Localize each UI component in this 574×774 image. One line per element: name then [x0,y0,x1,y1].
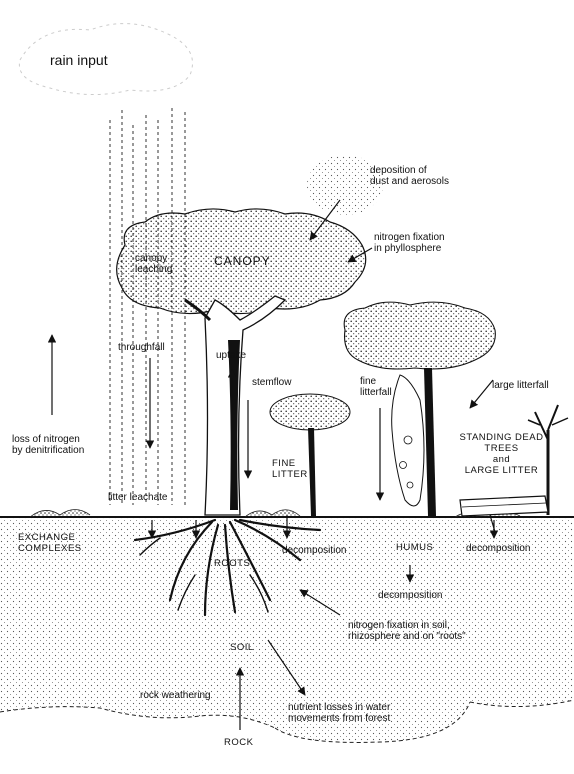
label-uptake: uptake [216,350,246,361]
label-nutrient-losses: nutrient losses in water movements from … [288,702,390,724]
label-loss-of-nitrogen: loss of nitrogen by denitrification [12,434,84,456]
label-rock-weathering: rock weathering [140,690,211,701]
label-soil: SOIL [230,642,254,653]
label-large-litterfall: large litterfall [492,380,549,391]
label-decomposition-1: decomposition [282,545,346,556]
label-roots: ROOTS [214,558,250,569]
label-decomposition-2: decomposition [466,543,530,554]
label-exchange-complexes: EXCHANGE COMPLEXES [18,532,82,554]
medium-tree-2 [344,302,495,516]
label-rock: ROCK [224,737,253,748]
label-fine-litter: FINE LITTER [272,458,308,480]
label-decomposition-3: decomposition [378,590,442,601]
label-canopy-leaching: canopy leaching [135,253,172,275]
label-deposition: deposition of dust and aerosols [370,165,449,187]
label-litter-leachate: litter leachate [108,492,167,503]
label-nitrogen-fixation-soil: nitrogen fixation in soil, rhizosphere a… [348,620,466,642]
label-nitrogen-fixation-phyllosphere: nitrogen fixation in phyllosphere [374,232,445,254]
label-standing-dead-trees: STANDING DEAD TREES and LARGE LITTER [454,432,549,476]
label-fine-litterfall: fine litterfall [360,376,392,398]
litter-layer [30,510,520,518]
label-stemflow: stemflow [252,377,291,388]
large-tree-trunk [185,296,285,515]
label-throughfall: throughfall [118,342,165,353]
arrow-large-litterfall [470,380,493,408]
label-humus: HUMUS [396,542,433,553]
small-tree-1 [270,394,350,516]
label-rain-input: rain input [50,55,108,66]
label-canopy: CANOPY [214,256,271,267]
